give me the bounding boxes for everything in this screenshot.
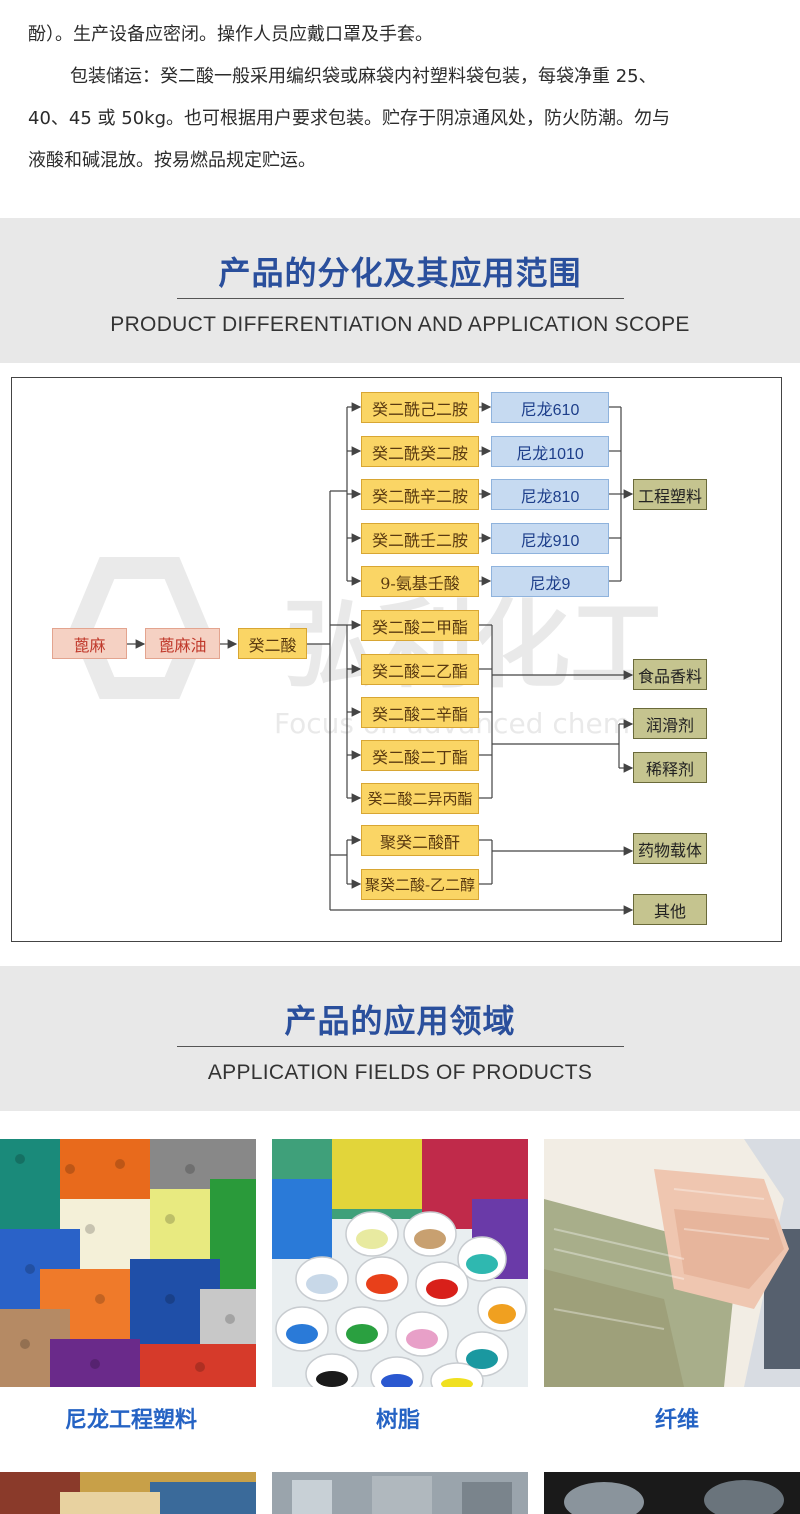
node-application: 其他 bbox=[633, 894, 707, 925]
title-divider bbox=[177, 298, 624, 299]
facility-photo bbox=[272, 1472, 528, 1514]
node-nylon: 尼龙810 bbox=[491, 479, 609, 510]
node-application: 稀释剂 bbox=[633, 752, 707, 783]
node-derivative: 聚癸二酸酐 bbox=[361, 825, 479, 856]
section-header-applications: 产品的应用领域 APPLICATION FIELDS OF PRODUCTS bbox=[0, 966, 800, 1111]
fabric-photo bbox=[0, 1472, 256, 1514]
section-subtitle: PRODUCT DIFFERENTIATION AND APPLICATION … bbox=[110, 313, 690, 336]
intro-line: 40、45 或 50kg。也可根据用户要求包装。贮存于阴凉通风处，防火防潮。勿与 bbox=[28, 108, 671, 129]
node-castor: 蓖麻 bbox=[52, 628, 127, 659]
section-title: 产品的应用领域 bbox=[284, 1002, 516, 1040]
node-derivative: 癸二酰己二胺 bbox=[361, 392, 479, 423]
node-application: 工程塑料 bbox=[633, 479, 707, 510]
node-derivative: 癸二酸二丁酯 bbox=[361, 740, 479, 771]
intro-line: 包装储运：癸二酸一般采用编织袋或麻袋内衬塑料袋包装，每袋净重 25、 bbox=[70, 66, 657, 87]
node-derivative: 聚癸二酸-乙二醇 bbox=[361, 869, 479, 900]
node-nylon: 尼龙9 bbox=[491, 566, 609, 597]
node-castor-oil: 蓖麻油 bbox=[145, 628, 220, 659]
title-divider bbox=[177, 1046, 624, 1047]
section-subtitle: APPLICATION FIELDS OF PRODUCTS bbox=[207, 1061, 593, 1084]
node-derivative: 癸二酰辛二胺 bbox=[361, 479, 479, 510]
application-label: 纤维 bbox=[654, 1408, 699, 1433]
node-derivative: 癸二酸二乙酯 bbox=[361, 654, 479, 685]
node-nylon: 尼龙910 bbox=[491, 523, 609, 554]
node-derivative: 癸二酰壬二胺 bbox=[361, 523, 479, 554]
intro-line: 酚）。生产设备应密闭。操作人员应戴口罩及手套。 bbox=[28, 24, 433, 45]
node-derivative: 癸二酰癸二胺 bbox=[361, 436, 479, 467]
node-nylon: 尼龙1010 bbox=[491, 436, 609, 467]
node-application: 药物载体 bbox=[633, 833, 707, 864]
node-application: 润滑剂 bbox=[633, 708, 707, 739]
section-header-differentiation: 产品的分化及其应用范围 PRODUCT DIFFERENTIATION AND … bbox=[0, 218, 800, 363]
node-derivative: 癸二酸二辛酯 bbox=[361, 697, 479, 728]
node-derivative: 9-氨基壬酸 bbox=[361, 566, 479, 597]
resin-cups-photo bbox=[272, 1139, 528, 1387]
product-flow-diagram: 弘利化工 Focus on advanced chemicals bbox=[11, 377, 782, 942]
node-sebacic-acid: 癸二酸 bbox=[238, 628, 307, 659]
towel-fiber-photo bbox=[544, 1139, 800, 1387]
flow-connectors: 弘利化工 Focus on advanced chemicals bbox=[70, 402, 693, 915]
plastic-pellets-photo bbox=[0, 1139, 256, 1387]
application-label: 树脂 bbox=[375, 1408, 420, 1433]
application-label: 尼龙工程塑料 bbox=[64, 1408, 197, 1433]
intro-text-block: 酚）。生产设备应密闭。操作人员应戴口罩及手套。 包装储运：癸二酸一般采用编织袋或… bbox=[0, 0, 800, 218]
node-derivative: 癸二酸二甲酯 bbox=[361, 610, 479, 641]
intro-line: 液酸和碱混放。按易燃品规定贮运。 bbox=[28, 150, 316, 171]
node-nylon: 尼龙610 bbox=[491, 392, 609, 423]
bottles-photo bbox=[544, 1472, 800, 1514]
node-derivative: 癸二酸二异丙酯 bbox=[361, 783, 479, 814]
section-title: 产品的分化及其应用范围 bbox=[218, 254, 582, 292]
node-application: 食品香料 bbox=[633, 659, 707, 690]
